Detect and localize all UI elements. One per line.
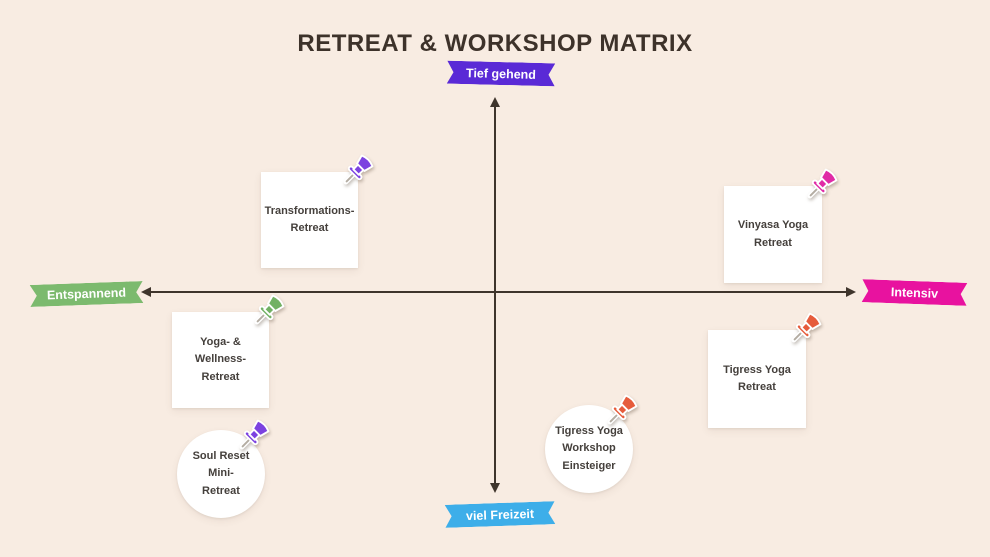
pushpin-magenta-icon [807,168,838,199]
note-label: Yoga- & Wellness- Retreat [194,336,247,383]
matrix-title: RETREAT & WORKSHOP MATRIX [297,30,693,57]
axis-ribbon-top: Tief gehend [447,61,556,87]
arrowhead-left-icon [141,287,151,297]
note-transformations-retreat: Transformations- Retreat [261,154,374,268]
note-vinyasa-yoga-retreat: Vinyasa Yoga Retreat [724,168,838,283]
axis-label-top: Tief gehend [465,65,537,82]
axis-ribbon-right: Intensiv [862,279,968,306]
pushpin-purple-icon [239,419,270,450]
arrowhead-right-icon [846,287,856,297]
note-label: Vinyasa Yoga Retreat [737,219,809,249]
note-yoga-wellness-retreat: Yoga- & Wellness- Retreat [172,294,285,408]
axis-label-left: Entspannend [46,285,127,303]
pushpin-purple-icon [343,154,374,185]
axis-label-right: Intensiv [890,284,939,301]
axis-ribbon-left: Entspannend [30,281,144,307]
axis-label-bottom: viel Freizeit [465,506,535,523]
arrowhead-up-icon [490,97,500,107]
pushpin-orange-icon [607,394,638,425]
note-tigress-yoga-workshop-einsteiger: Tigress Yoga Workshop Einsteiger [545,394,638,493]
note-label: Soul Reset Mini- Retreat [192,450,250,497]
pushpin-orange-icon [791,312,822,343]
note-label: Tigress Yoga Retreat [723,363,791,393]
note-soul-reset-mini-retreat: Soul Reset Mini- Retreat [177,419,270,518]
arrowhead-down-icon [490,483,500,493]
axis-ribbon-bottom: viel Freizeit [445,501,556,528]
note-label: Tigress Yoga Workshop Einsteiger [555,425,623,472]
note-tigress-yoga-retreat: Tigress Yoga Retreat [708,312,822,428]
note-label: Transformations- Retreat [264,204,355,234]
pushpin-green-icon [254,294,285,325]
